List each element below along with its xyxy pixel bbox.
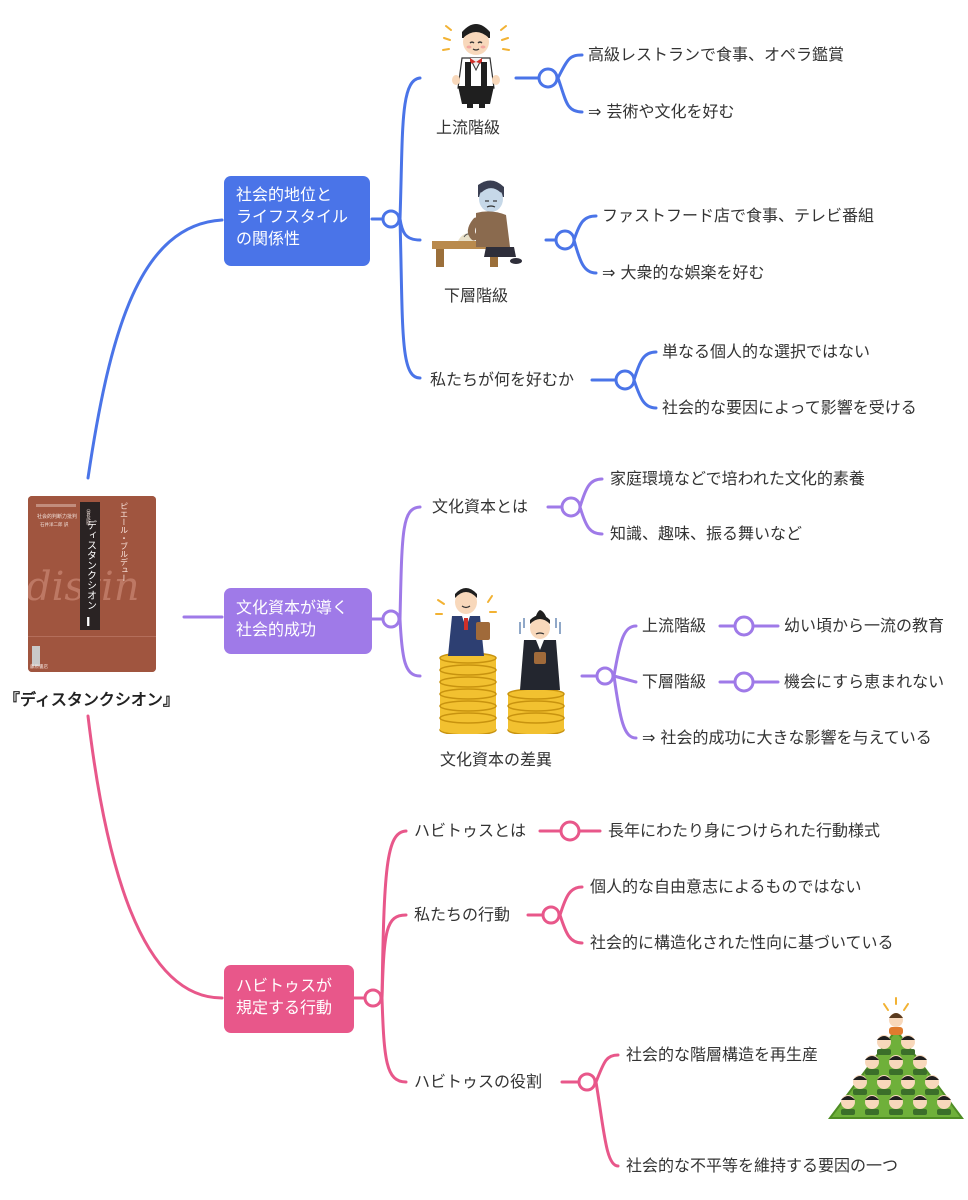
book-volume: I bbox=[86, 615, 90, 629]
node-what-we-like: 私たちが何を好むか bbox=[430, 370, 575, 389]
leaf-upper-prefers-art: ⇒ 芸術や文化を好む bbox=[588, 102, 735, 121]
connector-blue-upper bbox=[398, 76, 422, 221]
node-lower-class: 下層階級 bbox=[444, 286, 509, 305]
leaf-lower-fastfood: ファストフード店で食事、テレビ番組 bbox=[602, 206, 875, 225]
rich-poor-coins-illustration bbox=[435, 588, 565, 734]
junction-blue-main bbox=[381, 209, 401, 229]
root-title: 『ディスタンクシオン』 bbox=[4, 690, 179, 709]
leaf-maintain-inequality: 社会的な不平等を維持する要因の一つ bbox=[626, 1156, 899, 1175]
book-cover-art: distin 社会的判断力批判 石井洋二郎 訳 〈普及版〉 ディスタンクシオン … bbox=[28, 496, 156, 672]
sub-upper-class: 上流階級 bbox=[642, 616, 707, 635]
leaf-family-culture: 家庭環境などで培われた文化的素養 bbox=[610, 469, 865, 488]
waiter-illustration bbox=[442, 24, 510, 108]
leaf-social-factors: 社会的な要因によって影響を受ける bbox=[662, 398, 917, 417]
branch-title-line: 規定する行動 bbox=[236, 998, 333, 1017]
leaf-long-term-behavior: 長年にわたり身につけられた行動様式 bbox=[608, 821, 881, 840]
people-pyramid-illustration bbox=[828, 997, 964, 1121]
leaf-knowledge-taste: 知識、趣味、振る舞いなど bbox=[610, 524, 803, 543]
node-what-is-habitus: ハビトゥスとは bbox=[414, 821, 527, 840]
book-subtitle: 社会的判断力批判 bbox=[37, 513, 77, 520]
book-cover-image: distin 社会的判断力批判 石井洋二郎 訳 〈普及版〉 ディスタンクシオン … bbox=[28, 496, 156, 672]
tired-man-illustration bbox=[432, 180, 522, 267]
node-upper-class: 上流階級 bbox=[436, 118, 501, 137]
leaf-no-opportunity: 機会にすら恵まれない bbox=[784, 672, 945, 691]
book-edition: 〈普及版〉 bbox=[86, 506, 91, 529]
connector-blue-why bbox=[398, 217, 422, 380]
book-translator: 石井洋二郎 訳 bbox=[40, 521, 69, 528]
junction-purple-main bbox=[381, 609, 401, 629]
branch-title-line: 社会的成功 bbox=[236, 620, 317, 639]
leaf-early-education: 幼い頃から一流の教育 bbox=[784, 616, 945, 635]
node-what-is-cultural-capital: 文化資本とは bbox=[432, 497, 529, 516]
leaf-reproduce-hierarchy: 社会的な階層構造を再生産 bbox=[626, 1045, 819, 1064]
sub-lower-class: 下層階級 bbox=[642, 672, 707, 691]
book-title: ディスタンクシオン bbox=[85, 519, 97, 610]
branch-title-line: ライフスタイル bbox=[236, 207, 349, 226]
node-habitus-role: ハビトゥスの役割 bbox=[414, 1072, 543, 1091]
branch-box-cultural-capital[interactable]: 文化資本が導く 社会的成功 bbox=[224, 588, 372, 654]
branch-box-habitus[interactable]: ハビトゥスが 規定する行動 bbox=[224, 965, 354, 1033]
leaf-upper-dining: 高級レストランで食事、オペラ鑑賞 bbox=[588, 45, 845, 64]
branch-title-line: ハビトゥスが bbox=[236, 976, 333, 995]
branch-title-line: 文化資本が導く bbox=[236, 598, 349, 617]
leaf-not-personal-choice: 単なる個人的な選択ではない bbox=[662, 342, 871, 361]
leaf-success-impact: ⇒ 社会的成功に大きな影響を与えている bbox=[642, 728, 932, 747]
connector-blue-lower bbox=[398, 217, 422, 242]
book-publisher: 藤原書店 bbox=[30, 663, 48, 670]
node-our-behavior: 私たちの行動 bbox=[414, 905, 511, 924]
branch-box-social-status[interactable]: 社会的地位と ライフスタイル の関係性 bbox=[224, 176, 370, 266]
connector-root-pink bbox=[86, 714, 224, 1000]
leaf-not-free-will: 個人的な自由意志によるものではない bbox=[590, 877, 862, 896]
branch-title-line: 社会的地位と bbox=[236, 185, 333, 204]
leaf-structured-disposition: 社会的に構造化された性向に基づいている bbox=[590, 933, 894, 952]
branch-title-line: の関係性 bbox=[236, 229, 301, 248]
junction-pink-main bbox=[363, 988, 383, 1008]
book-author: ピエール・ブルデュー bbox=[120, 502, 129, 582]
connector-root-blue bbox=[86, 218, 224, 480]
leaf-lower-prefers-mass: ⇒ 大衆的な娯楽を好む bbox=[602, 263, 765, 282]
node-cultural-difference: 文化資本の差異 bbox=[440, 750, 553, 769]
